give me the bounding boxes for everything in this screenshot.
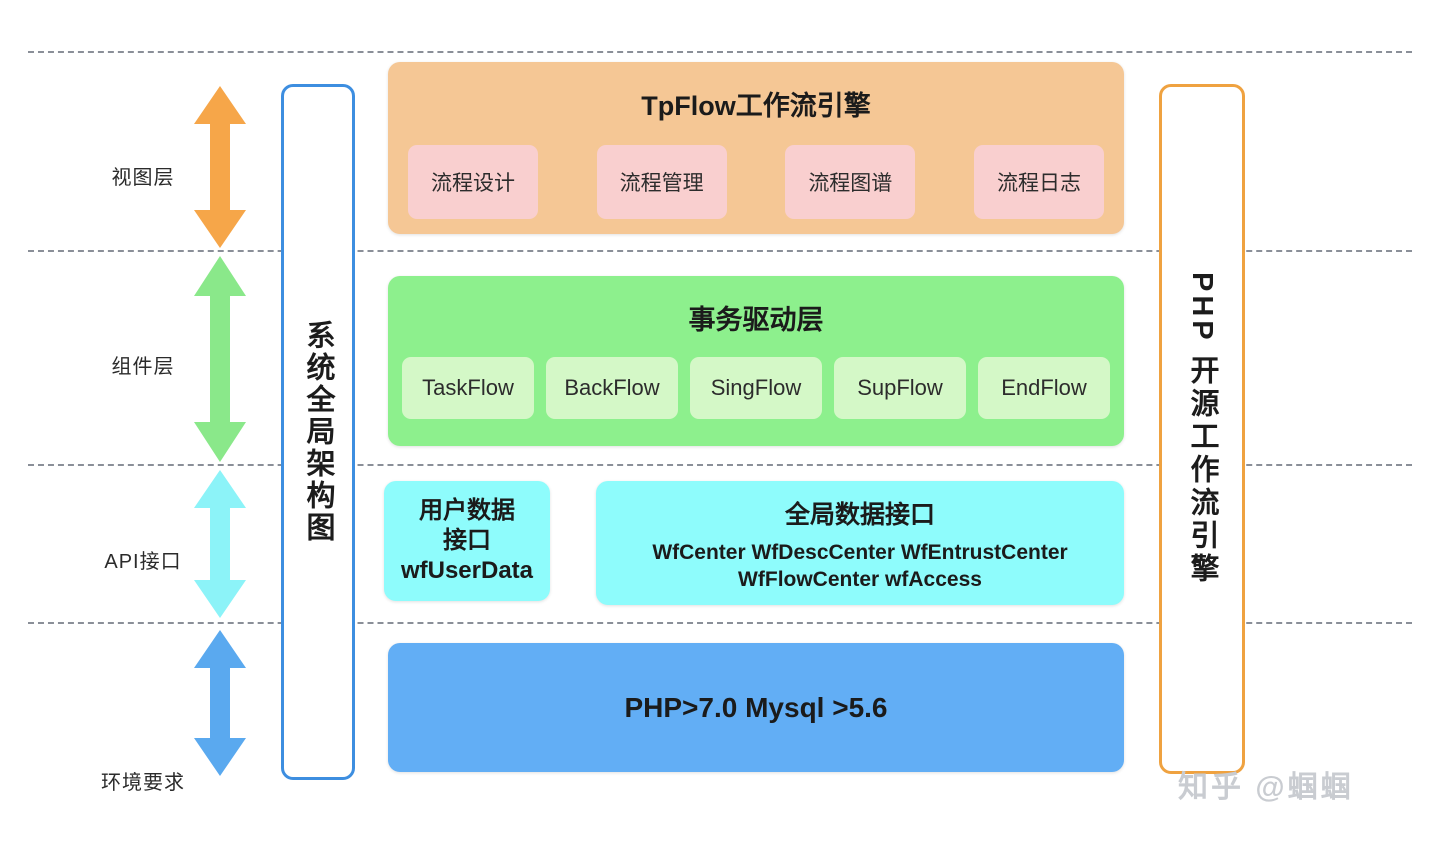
- api-user-line-2: 接口: [442, 527, 491, 554]
- api-user-line-1: 用户数据: [418, 497, 515, 524]
- component-layer-panel: 事务驱动层 TaskFlow BackFlow SingFlow SupFlow…: [388, 276, 1124, 446]
- layer-label-api: API接口: [104, 551, 182, 573]
- component-layer-chip-list: TaskFlow BackFlow SingFlow SupFlow EndFl…: [402, 357, 1110, 419]
- environment-layer-title: PHP>7.0 Mysql >5.6: [624, 691, 888, 723]
- component-chip-backflow[interactable]: BackFlow: [546, 357, 678, 419]
- view-layer-title: TpFlow工作流引擎: [641, 91, 871, 121]
- divider-api-env: [28, 622, 1412, 624]
- view-chip-flow-design[interactable]: 流程设计: [408, 145, 538, 219]
- layer-label-view: 视图层: [111, 167, 175, 189]
- arrow-view-layer: [190, 84, 250, 250]
- component-chip-endflow[interactable]: EndFlow: [978, 357, 1110, 419]
- divider-comp-api: [28, 464, 1412, 466]
- arrow-component-layer: [190, 254, 250, 464]
- arrow-env-layer: [190, 628, 250, 778]
- component-chip-singflow[interactable]: SingFlow: [690, 357, 822, 419]
- layer-label-env: 环境要求: [101, 772, 185, 794]
- view-chip-flow-graph[interactable]: 流程图谱: [785, 145, 916, 219]
- arrow-api-layer: [190, 468, 250, 620]
- view-chip-flow-log[interactable]: 流程日志: [973, 145, 1104, 219]
- view-chip-flow-management[interactable]: 流程管理: [596, 145, 727, 219]
- left-rail-system-architecture: 系统全局架构图: [281, 84, 355, 780]
- api-user-data-panel: 用户数据 接口 wfUserData: [384, 481, 550, 601]
- component-chip-taskflow[interactable]: TaskFlow: [402, 357, 534, 419]
- component-chip-supflow[interactable]: SupFlow: [834, 357, 966, 419]
- api-user-data-text: 用户数据 接口 wfUserData: [401, 496, 533, 586]
- divider-view-comp: [28, 250, 1412, 252]
- api-global-detail: WfCenter WfDescCenter WfEntrustCenter Wf…: [652, 541, 1068, 592]
- right-rail-php-engine: PHP 开源工作流引擎: [1159, 84, 1245, 774]
- watermark: 知乎 @蝈蝈: [1178, 771, 1354, 804]
- api-global-data-panel: 全局数据接口 WfCenter WfDescCenter WfEntrustCe…: [596, 481, 1124, 605]
- environment-layer-panel: PHP>7.0 Mysql >5.6: [388, 643, 1124, 772]
- api-global-title: 全局数据接口: [784, 501, 935, 529]
- api-user-line-3: wfUserData: [400, 557, 534, 584]
- right-rail-label: PHP 开源工作流引擎: [1186, 271, 1218, 587]
- component-layer-title: 事务驱动层: [688, 305, 824, 335]
- layer-label-component: 组件层: [111, 356, 175, 378]
- view-layer-panel: TpFlow工作流引擎 流程设计 流程管理 流程图谱 流程日志: [388, 62, 1124, 234]
- left-rail-label: 系统全局架构图: [302, 320, 334, 544]
- view-layer-chip-list: 流程设计 流程管理 流程图谱 流程日志: [408, 145, 1104, 219]
- divider-top: [28, 51, 1412, 53]
